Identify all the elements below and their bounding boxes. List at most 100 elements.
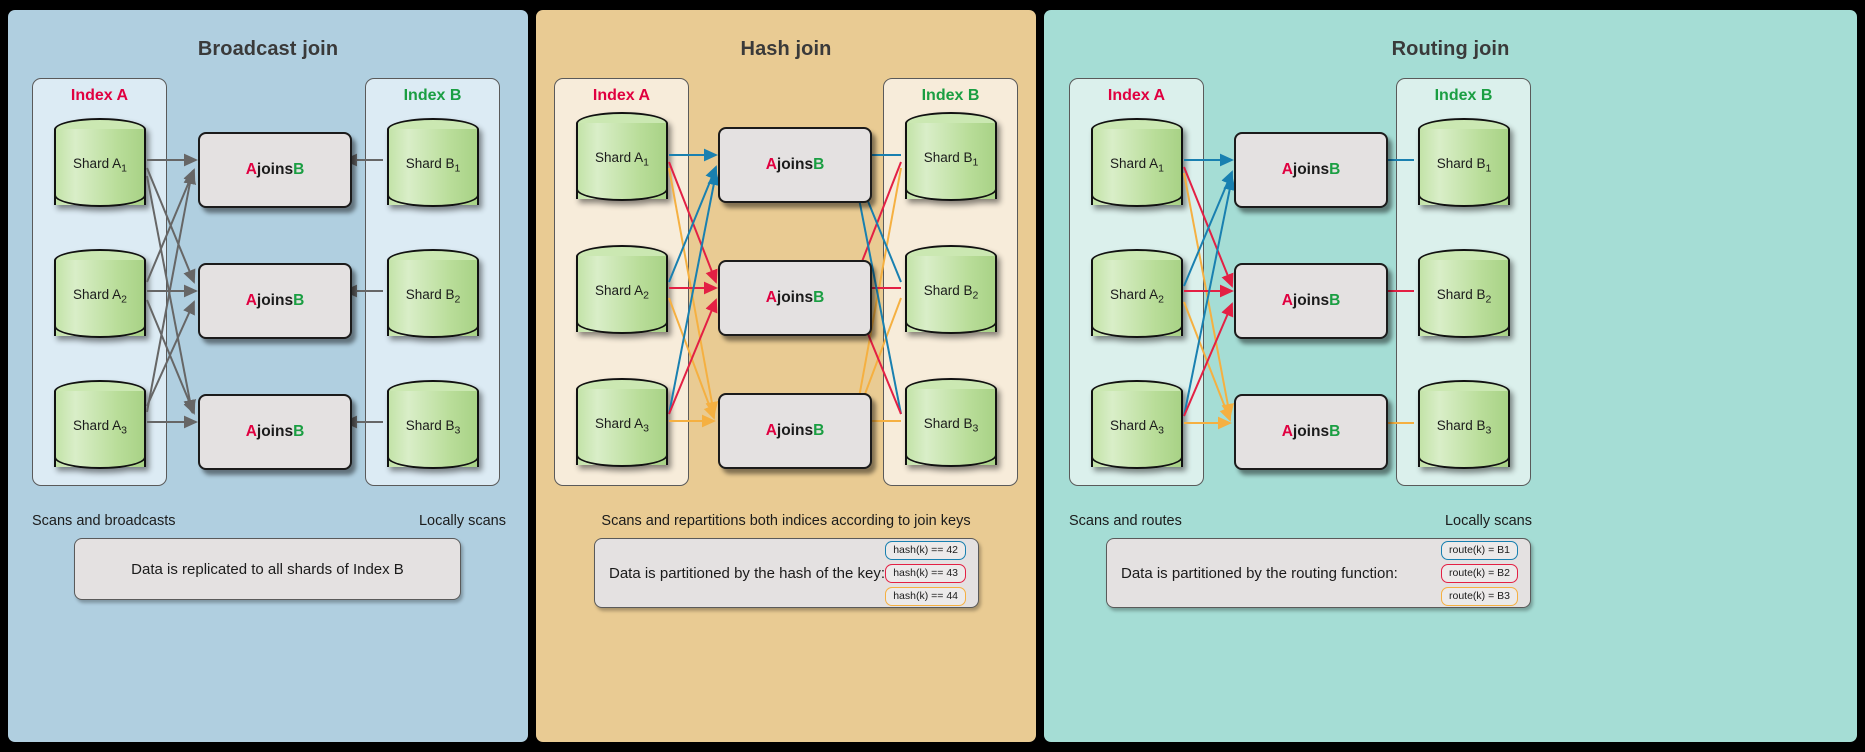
- cylinder-bottom: [1091, 183, 1183, 207]
- explain-text-routing: Data is partitioned by the routing funct…: [1121, 564, 1398, 582]
- explain-text-broadcast: Data is replicated to all shards of Inde…: [131, 560, 404, 578]
- shard-a1-index: 1: [1158, 162, 1164, 175]
- index-b-label: Index B: [1434, 87, 1493, 104]
- caption-locally-scans: Locally scans: [1444, 513, 1532, 529]
- shard-a2-label: Shard A: [73, 287, 122, 302]
- panel-broadcast-join: Broadcast join Index A Index B Shard A1 …: [8, 10, 528, 742]
- shard-a1-index: 1: [643, 156, 649, 169]
- shard-a2-index: 2: [643, 289, 649, 302]
- cylinder-bottom: [54, 445, 146, 469]
- join-a: A: [1281, 161, 1293, 178]
- shard-a3: Shard A3: [576, 378, 668, 476]
- join-box-1: A joins B: [1234, 132, 1388, 208]
- routing-badge-stack: route(k) = B1 route(k) = B2 route(k) = B…: [1441, 540, 1518, 606]
- join-mid: joins: [256, 423, 294, 440]
- shard-a2-label: Shard A: [595, 283, 644, 298]
- index-b-label: Index B: [403, 87, 462, 104]
- shard-a2-index: 2: [1158, 293, 1164, 306]
- cylinder-bottom: [905, 177, 997, 201]
- cylinder-bottom: [576, 177, 668, 201]
- join-b: B: [1329, 423, 1341, 440]
- shard-b2-index: 2: [972, 289, 979, 302]
- shard-b2-label: Shard B: [405, 287, 455, 302]
- cylinder-bottom: [1091, 314, 1183, 338]
- shard-b3-label: Shard B: [923, 416, 973, 431]
- join-box-1: A joins B: [198, 132, 352, 208]
- shard-b3-index: 3: [1485, 424, 1492, 437]
- join-a: A: [765, 289, 777, 306]
- shard-b2: Shard B2: [905, 245, 997, 343]
- caption-locally-scans: Locally scans: [418, 513, 506, 529]
- explain-box-routing: Data is partitioned by the routing funct…: [1106, 538, 1531, 608]
- index-b-label: Index B: [921, 87, 980, 104]
- badge-hash-43: hash(k) == 43: [885, 563, 966, 583]
- join-mid: joins: [1292, 161, 1330, 178]
- panel-title-hash: Hash join: [740, 38, 832, 60]
- shard-b3-label: Shard B: [1436, 418, 1486, 433]
- join-box-3: A joins B: [198, 394, 352, 470]
- caption-scans-repartitions: Scans and repartitions both indices acco…: [601, 513, 971, 529]
- join-mid: joins: [1292, 292, 1330, 309]
- join-mid: joins: [776, 422, 814, 439]
- join-mid: joins: [776, 156, 814, 173]
- shard-b2-label: Shard B: [1436, 287, 1486, 302]
- panel-hash-join: Hash join Index A Index B Shard A1 Shard…: [536, 10, 1036, 742]
- cylinder-bottom: [387, 183, 479, 207]
- shard-b3-index: 3: [454, 424, 461, 437]
- shard-a2: Shard A2: [1091, 249, 1183, 347]
- shard-b2: Shard B2: [1418, 249, 1510, 347]
- shard-a1-index: 1: [121, 162, 127, 175]
- shard-a3-index: 3: [121, 424, 127, 437]
- shard-a2: Shard A2: [54, 249, 146, 347]
- shard-a1-label: Shard A: [1110, 156, 1159, 171]
- shard-b2-label: Shard B: [923, 283, 973, 298]
- cylinder-bottom: [905, 310, 997, 334]
- shard-b1-label: Shard B: [405, 156, 455, 171]
- cylinder-bottom: [1418, 183, 1510, 207]
- join-box-3: A joins B: [1234, 394, 1388, 470]
- join-b: B: [813, 156, 825, 173]
- shard-b3: Shard B3: [387, 380, 479, 478]
- join-box-2: A joins B: [198, 263, 352, 339]
- index-a-label: Index A: [1107, 87, 1166, 104]
- cylinder-bottom: [54, 314, 146, 338]
- shard-b2-index: 2: [454, 293, 461, 306]
- join-a: A: [765, 156, 777, 173]
- cylinder-bottom: [905, 443, 997, 467]
- shard-a1: Shard A1: [1091, 118, 1183, 216]
- shard-b1: Shard B1: [1418, 118, 1510, 216]
- index-a-label: Index A: [70, 87, 129, 104]
- join-a: A: [1281, 292, 1293, 309]
- panel-routing-join: Routing join Index A Index B Shard A1 Sh…: [1044, 10, 1857, 742]
- join-mid: joins: [776, 289, 814, 306]
- panel-title-broadcast: Broadcast join: [197, 38, 339, 60]
- join-b: B: [293, 423, 305, 440]
- badge-hash-42: hash(k) == 42: [885, 540, 966, 560]
- join-b: B: [813, 289, 825, 306]
- join-box-2: A joins B: [1234, 263, 1388, 339]
- shard-a3-label: Shard A: [1110, 418, 1159, 433]
- join-b: B: [1329, 161, 1341, 178]
- shard-a3: Shard A3: [1091, 380, 1183, 478]
- shard-b3-label: Shard B: [405, 418, 455, 433]
- index-a-label: Index A: [592, 87, 651, 104]
- shard-a1: Shard A1: [54, 118, 146, 216]
- cylinder-bottom: [54, 183, 146, 207]
- cylinder-bottom: [1418, 445, 1510, 469]
- shard-b1: Shard B1: [387, 118, 479, 216]
- shard-b2-index: 2: [1485, 293, 1492, 306]
- shard-a1: Shard A1: [576, 112, 668, 210]
- badge-route-b2: route(k) = B2: [1441, 563, 1518, 583]
- shard-b2: Shard B2: [387, 249, 479, 347]
- join-a: A: [245, 423, 257, 440]
- shard-a3: Shard A3: [54, 380, 146, 478]
- join-b: B: [293, 161, 305, 178]
- join-a: A: [1281, 423, 1293, 440]
- shard-a2-label: Shard A: [1110, 287, 1159, 302]
- join-b: B: [293, 292, 305, 309]
- shard-b1: Shard B1: [905, 112, 997, 210]
- cylinder-bottom: [387, 445, 479, 469]
- caption-scans-broadcasts: Scans and broadcasts: [32, 513, 176, 529]
- join-b: B: [1329, 292, 1341, 309]
